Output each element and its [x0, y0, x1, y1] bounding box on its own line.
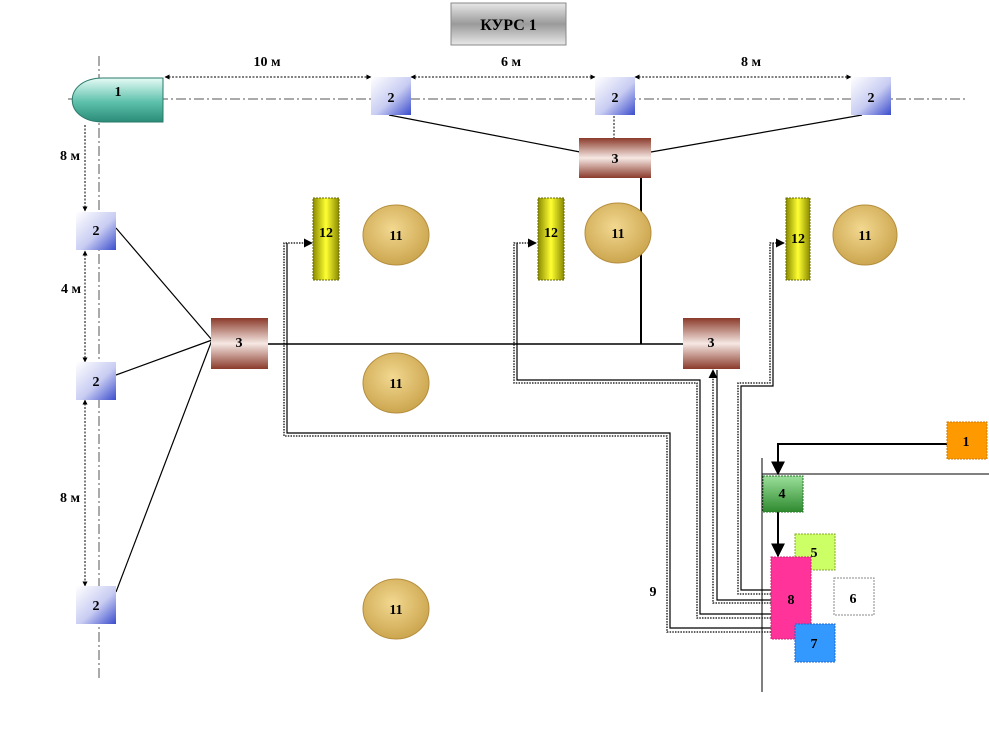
dim-label-10m: 10 м: [253, 55, 281, 70]
dim-label-8m-top: 8 м: [741, 55, 762, 70]
sensor-label: 2: [93, 375, 100, 390]
junction-left: 3: [211, 318, 268, 369]
wire-unit1-unit4: [771, 443, 947, 476]
unit-4: 4: [762, 475, 804, 513]
junction-label: 3: [236, 336, 243, 351]
dim-label-8m-bottom: 8 м: [60, 491, 81, 506]
reflector-1: 11: [362, 204, 430, 266]
wire-sensor-top1-junction: [388, 114, 581, 153]
cable-route-buoy3-shadow: [740, 243, 774, 591]
ship-label: 1: [115, 85, 122, 100]
ship-node: 1: [71, 77, 164, 123]
sensor-left-1: 2: [76, 212, 116, 250]
cable-9-label: 9: [650, 585, 657, 600]
wire-sensor-top3-junction: [650, 114, 863, 153]
reflector-label: 11: [389, 377, 402, 392]
buoy-label: 12: [319, 226, 333, 241]
unit-6: 6: [833, 577, 875, 616]
reflector-4: 11: [362, 352, 430, 414]
cable-route-junction-shadow: [716, 370, 771, 601]
sensor-label: 2: [612, 91, 619, 106]
unit-8-label: 8: [788, 593, 795, 608]
reflector-label: 11: [858, 229, 871, 244]
sensor-label: 2: [388, 91, 395, 106]
title-plate: КУРС 1: [450, 2, 567, 46]
unit-7-label: 7: [811, 637, 818, 652]
buoy-label: 12: [544, 226, 558, 241]
cable-route-buoy3: [737, 238, 785, 595]
sensor-top-2: 2: [595, 77, 635, 115]
reflector-label: 11: [611, 227, 624, 242]
junction-label: 3: [708, 336, 715, 351]
sensor-left-2: 2: [76, 362, 116, 400]
unit-1: 1: [946, 421, 988, 460]
wire-sensor-left1-junction: [115, 227, 213, 341]
sensor-label: 2: [93, 224, 100, 239]
dim-label-6m: 6 м: [501, 55, 522, 70]
sensor-top-1: 2: [371, 77, 411, 115]
reflector-5: 11: [362, 578, 430, 640]
buoy-3: 12: [785, 197, 811, 281]
dim-label-4m: 4 м: [61, 282, 82, 297]
cable-route-junction: [708, 369, 771, 604]
unit-7: 7: [794, 623, 836, 663]
reflector-3: 11: [832, 204, 898, 266]
sensor-left-3: 2: [76, 586, 116, 624]
page-title: КУРС 1: [480, 17, 537, 34]
reflector-label: 11: [389, 603, 402, 618]
junction-top: 3: [579, 138, 651, 178]
cable-route-buoy1-shadow: [286, 243, 771, 629]
unit-4-label: 4: [779, 487, 786, 502]
junction-label: 3: [612, 152, 619, 167]
sensor-label: 2: [93, 599, 100, 614]
unit-6-label: 6: [850, 592, 857, 607]
buoy-1: 12: [312, 197, 340, 281]
unit-5-label: 5: [811, 546, 818, 561]
buoy-label: 12: [791, 232, 805, 247]
wire-sensor-left2-junction: [115, 339, 213, 376]
dim-label-8m-left: 8 м: [60, 149, 81, 164]
reflector-2: 11: [584, 202, 652, 264]
buoy-2: 12: [537, 197, 565, 281]
cable-route-buoy2: [513, 238, 771, 619]
junction-right: 3: [683, 318, 740, 369]
wire-sensor-left3-junction: [115, 339, 213, 593]
sensor-label: 2: [868, 91, 875, 106]
unit-1-label: 1: [963, 435, 970, 450]
reflector-label: 11: [389, 229, 402, 244]
sensor-top-3: 2: [851, 77, 891, 115]
cable-route-buoy1: [283, 238, 771, 633]
cable-route-buoy2-shadow: [516, 243, 771, 615]
